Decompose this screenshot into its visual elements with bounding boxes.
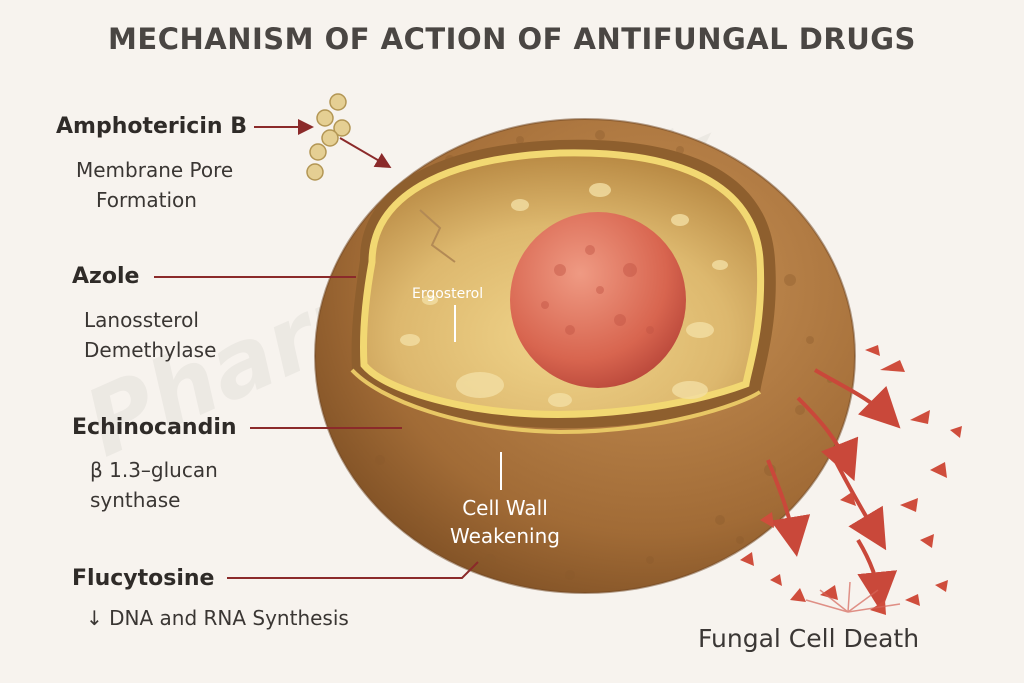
nucleus bbox=[510, 212, 686, 388]
drug-name-azole: Azole bbox=[72, 264, 140, 289]
drug-name-amphotericin: Amphotericin B bbox=[56, 114, 247, 139]
drug-name-flucytosine: Flucytosine bbox=[72, 566, 215, 591]
cell-wall-label-line1: Cell Wall bbox=[462, 496, 548, 520]
drug-desc-flucytosine: ↓ DNA and RNA Synthesis bbox=[86, 606, 349, 630]
fungal-cell-death-label: Fungal Cell Death bbox=[698, 624, 920, 653]
amphotericin-pore-arrow bbox=[339, 137, 392, 169]
drug-desc-azole-2: Demethylase bbox=[84, 338, 217, 362]
drug-desc-echinocandin-1: β 1.3–glucan bbox=[90, 458, 218, 482]
drug-desc-azole-1: Lanossterol bbox=[84, 308, 199, 332]
ergosterol-label: Ergosterol bbox=[412, 286, 484, 302]
drug-desc-amphotericin-2: Formation bbox=[96, 188, 197, 212]
amphotericin-molecule bbox=[306, 93, 351, 181]
drug-desc-amphotericin-1: Membrane Pore bbox=[76, 158, 234, 182]
drug-name-echinocandin: Echinocandin bbox=[72, 415, 237, 440]
flucytosine-leader bbox=[227, 561, 479, 579]
cell-wall-label-line2: Weakening bbox=[450, 524, 560, 548]
leader-lines bbox=[154, 119, 479, 579]
page-title: MECHANISM OF ACTION OF ANTIFUNGAL DRUGS bbox=[108, 22, 916, 56]
cell-death-debris bbox=[740, 345, 962, 615]
cell-wall-label: Cell Wall Weakening bbox=[440, 494, 570, 550]
drug-desc-echinocandin-2: synthase bbox=[90, 488, 181, 512]
